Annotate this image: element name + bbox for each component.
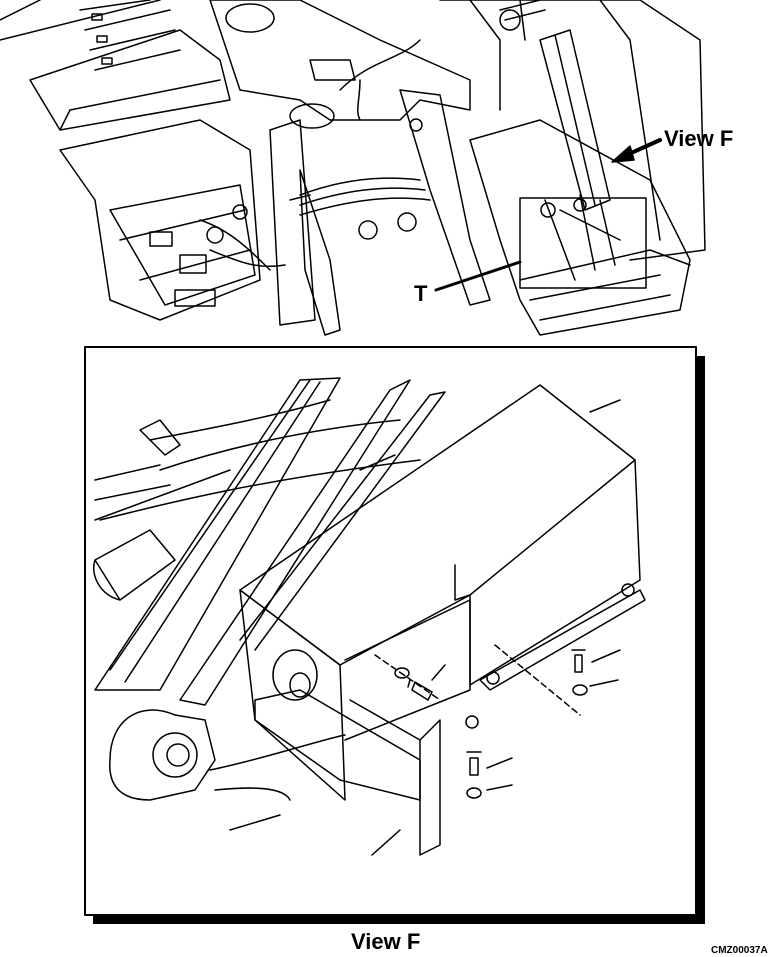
detail-main-bar	[94, 377, 341, 691]
overview-bolt	[409, 118, 423, 132]
overview-slot	[101, 57, 113, 65]
overview-slot	[91, 13, 103, 21]
overview-right-tray-inner	[519, 249, 691, 321]
overview-fitting	[397, 212, 417, 232]
detail-hardware-set-right	[494, 644, 588, 716]
overview-fitting	[358, 220, 378, 240]
overview-component	[149, 231, 173, 247]
dashed-axis	[494, 644, 581, 716]
bolt	[466, 751, 482, 776]
overview-center-plate	[209, 0, 471, 121]
detail-pump-shaft	[289, 672, 311, 698]
detail-bracket	[349, 699, 441, 856]
overview-slot	[96, 35, 108, 43]
overview-leader-t	[434, 260, 522, 292]
overview-upright-left	[269, 119, 316, 326]
detail-hardware-set-lower	[466, 751, 482, 799]
overview-detail-frame	[519, 197, 647, 289]
detail-hole	[621, 583, 635, 597]
detail-pump-body	[272, 649, 318, 701]
figure-code: CMZ00037A	[711, 945, 768, 956]
overview-arm	[299, 169, 341, 336]
detail-clamp	[139, 419, 181, 456]
detail-pivot-arm	[109, 709, 216, 801]
overview-wire	[339, 39, 421, 121]
detail-pivot	[152, 732, 198, 778]
overview-round-port	[225, 3, 275, 33]
detail-cylinder	[93, 529, 176, 601]
overview-right-housing-inner	[469, 0, 661, 241]
detail-cover-flange	[344, 599, 471, 741]
overview-connector	[232, 204, 248, 220]
overview-center-bracket	[309, 59, 356, 81]
overview-upright-right	[399, 89, 491, 306]
detail-right-flange	[479, 589, 646, 691]
overview-component	[179, 254, 207, 274]
overview-cylinder-rod	[499, 0, 546, 41]
detail-lower-hose	[209, 734, 346, 801]
view-f-callout: View F	[664, 126, 734, 151]
detail-hose	[99, 399, 421, 521]
detail-hole	[486, 671, 500, 685]
detail-pivot-bore	[166, 743, 190, 767]
detail-third-bar	[239, 391, 446, 651]
overview-arrowhead	[611, 145, 635, 163]
overview-detail-fitting	[540, 202, 556, 218]
detail-main-bar-edge	[109, 379, 321, 683]
washer	[466, 787, 482, 799]
detail-hardware-set-upper	[374, 654, 441, 701]
bolt	[571, 649, 586, 673]
overview-cylinder	[539, 29, 611, 211]
overview-drawing	[0, 0, 706, 336]
overview-slotted-rail	[79, 0, 181, 71]
washer	[572, 684, 588, 696]
detail-frame	[84, 346, 697, 916]
detail-leader-lines	[229, 399, 621, 856]
item-t-callout: T	[414, 281, 428, 306]
overview-round-port	[289, 103, 335, 129]
washer	[394, 667, 410, 679]
overview-right-housing	[439, 0, 706, 261]
dashed-axis	[374, 654, 441, 701]
detail-base-plate	[254, 689, 421, 801]
overview-upper-left-frame	[0, 0, 231, 131]
detail-caption: View F	[351, 929, 421, 954]
overview-left-box-inner	[109, 184, 256, 306]
overview-right-tray	[469, 119, 691, 336]
overview-left-box	[59, 119, 261, 321]
detail-view	[84, 346, 705, 924]
overview-detail-fitting	[573, 198, 587, 212]
detail-second-bar	[179, 379, 411, 706]
overview-component	[174, 289, 216, 307]
detail-cover-step	[454, 564, 471, 601]
overview-detail-content	[544, 194, 621, 281]
detail-hole	[465, 715, 479, 729]
overview-hoses	[299, 177, 431, 216]
detail-cover-front-face	[239, 589, 346, 801]
overview-rod-end	[499, 9, 521, 31]
bolt	[407, 679, 433, 701]
detail-cylinder-body	[94, 464, 231, 521]
